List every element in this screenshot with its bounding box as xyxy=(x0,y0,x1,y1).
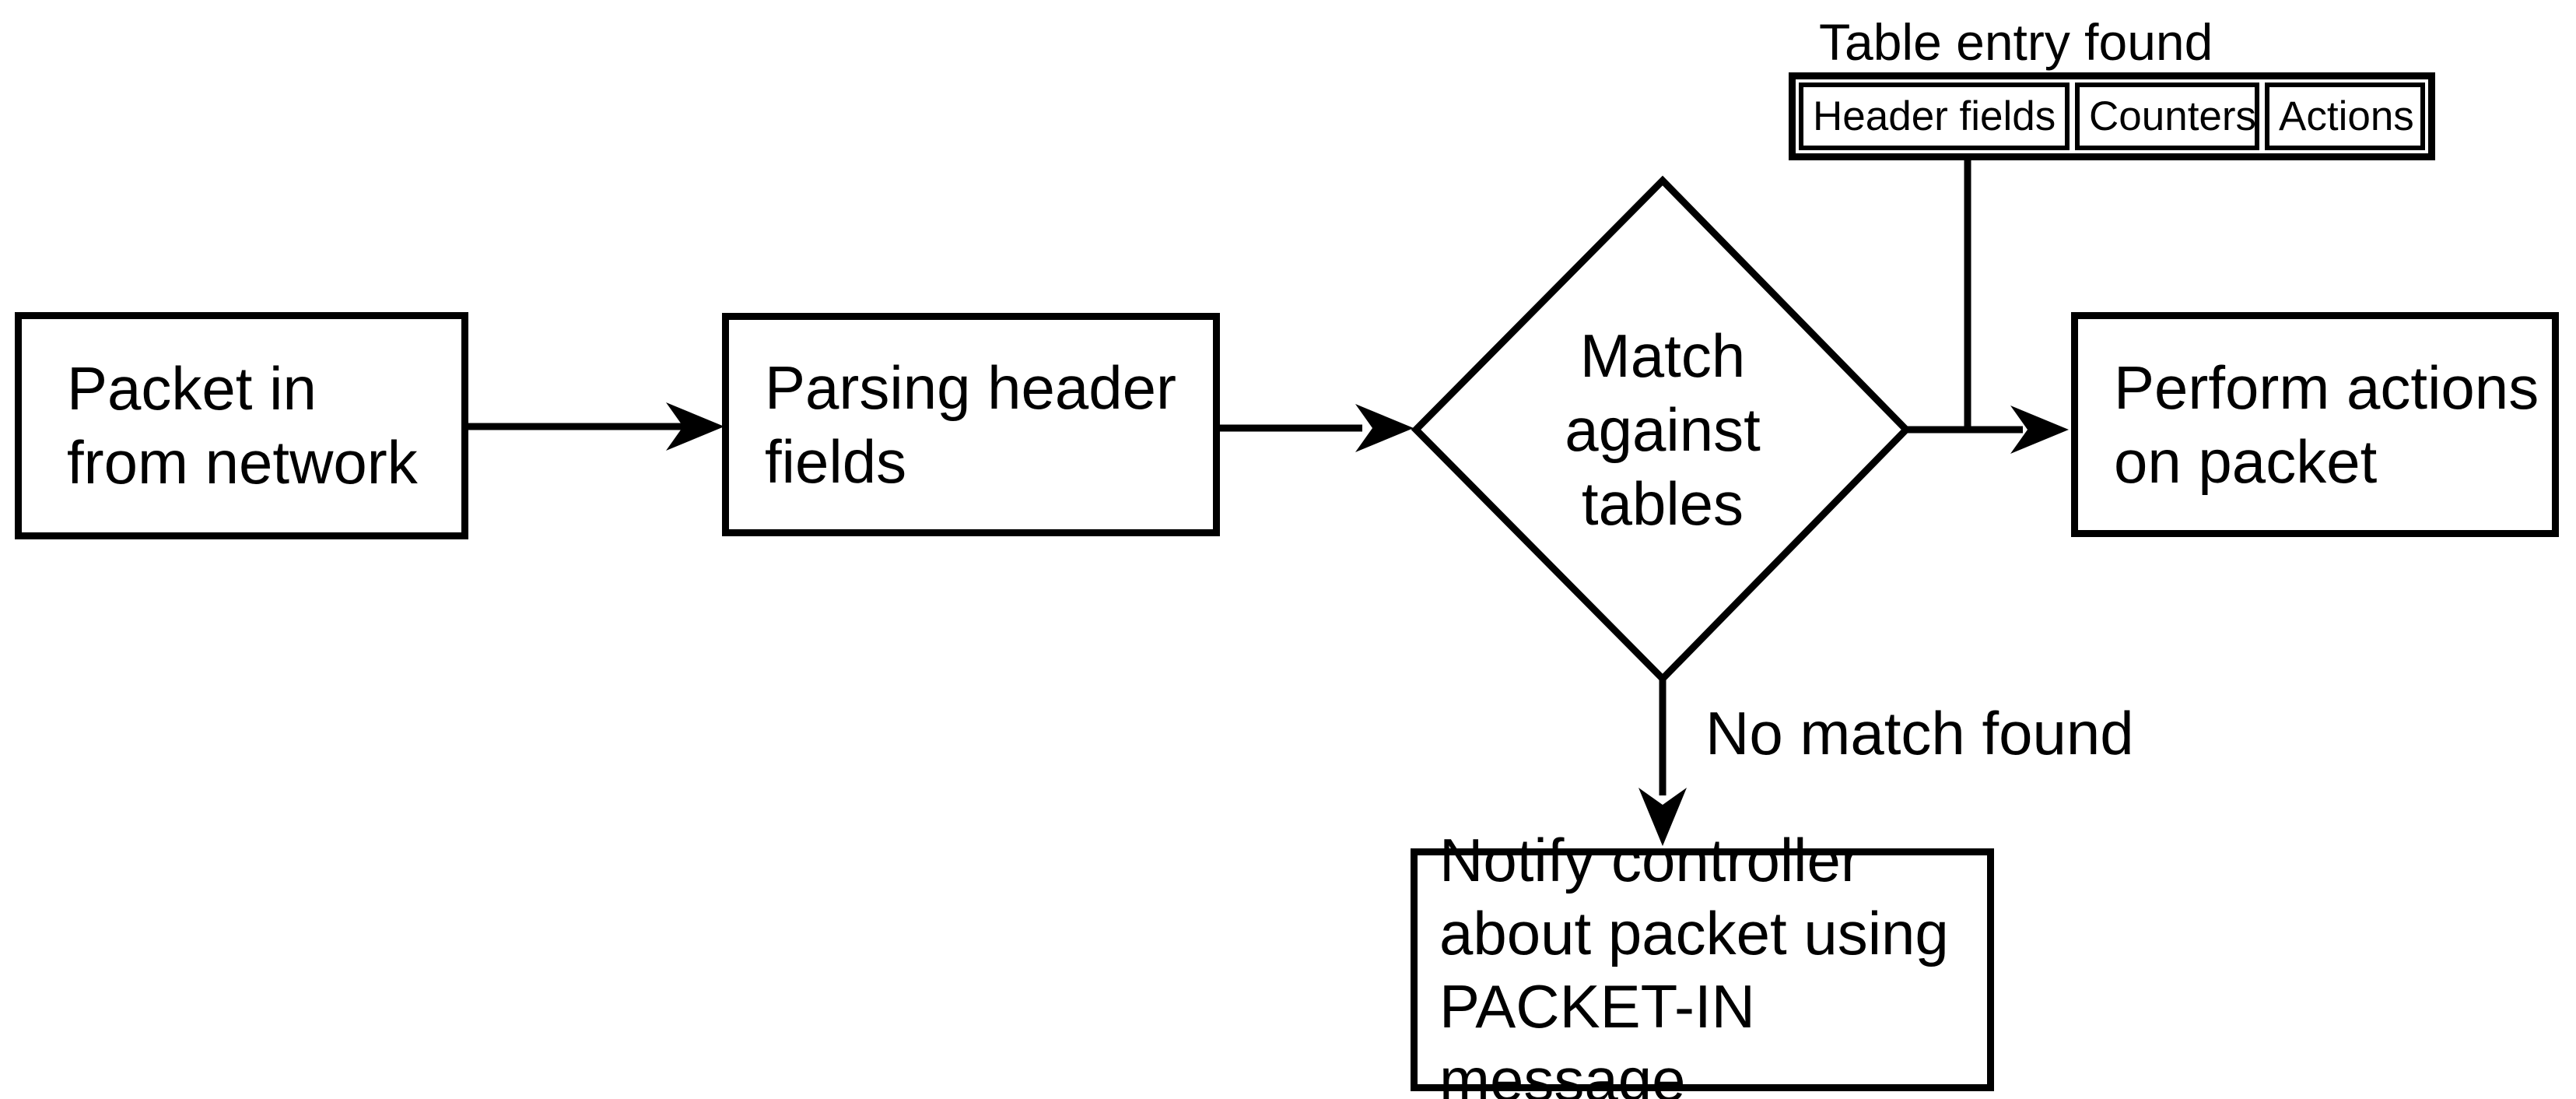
arrow-match-to-notify-head xyxy=(1638,788,1687,846)
node-match-label-text: Match against tables xyxy=(1565,321,1761,538)
flow-table-cell-counters: Counters xyxy=(2075,83,2259,150)
edge-label-table-entry-found: Table entry found xyxy=(1819,13,2213,71)
flow-table-entry: Header fields Counters Actions xyxy=(1789,72,2435,160)
node-notify-controller: Notify controller about packet using PAC… xyxy=(1411,826,1994,1099)
arrow-packet-to-parsing-head xyxy=(666,402,724,451)
flow-table-cell-header-fields: Header fields xyxy=(1799,83,2070,150)
arrow-match-to-perform-head xyxy=(2010,406,2069,454)
edge-label-no-match-found: No match found xyxy=(1705,699,2134,767)
node-notify-label: Notify controller about packet using PAC… xyxy=(1439,826,1949,1099)
flow-table-cell-actions-label: Actions xyxy=(2279,93,2414,139)
flow-table-cell-header-fields-label: Header fields xyxy=(1813,93,2056,139)
flow-table-cell-counters-label: Counters xyxy=(2089,93,2257,139)
flow-table-cell-actions: Actions xyxy=(2265,83,2425,150)
node-perform-label: Perform actions on packet xyxy=(2114,353,2539,496)
node-parsing-label: Parsing header fields xyxy=(765,353,1177,496)
node-packet-in-label: Packet in from network xyxy=(67,354,418,497)
arrow-parsing-to-match-head xyxy=(1355,404,1414,452)
node-parsing-header-fields: Parsing header fields xyxy=(722,313,1220,536)
node-perform-actions-on-packet: Perform actions on packet xyxy=(2071,312,2559,537)
node-match-against-tables: Match against tables xyxy=(1467,313,1859,546)
node-packet-in-from-network: Packet in from network xyxy=(15,312,468,539)
